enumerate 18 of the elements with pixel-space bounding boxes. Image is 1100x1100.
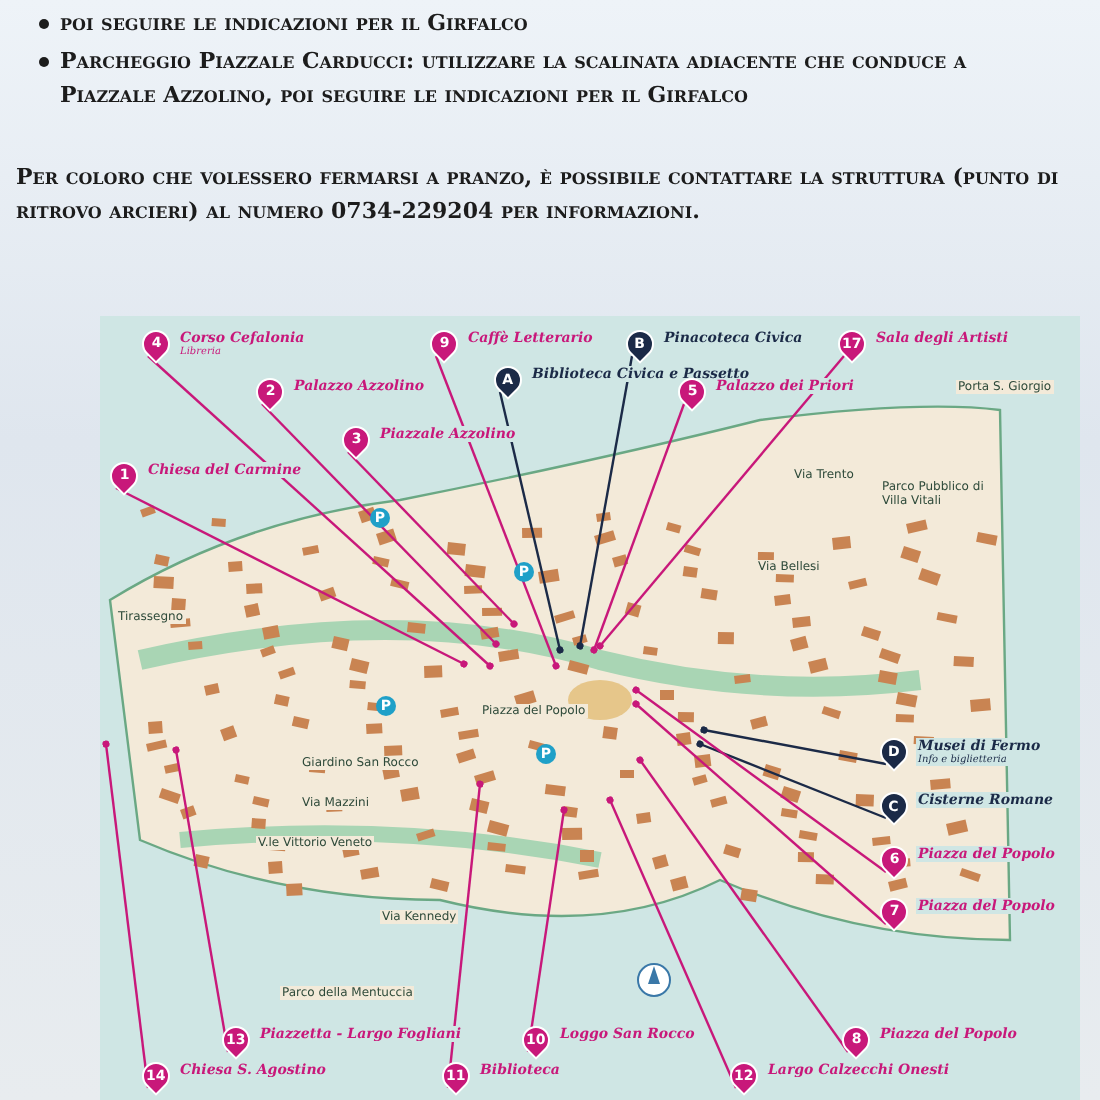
leader-line bbox=[261, 403, 500, 648]
note-paragraph: Per coloro che volessero fermarsi a pranzo, è possibile contattare la struttura (punto di ritrovo arcieri) al numero 0734-229204 per informazioni. bbox=[16, 162, 1061, 228]
leader-line bbox=[632, 686, 887, 873]
leader-line bbox=[347, 451, 518, 628]
leader-line bbox=[576, 355, 634, 650]
leader-line bbox=[590, 403, 686, 654]
leader-line bbox=[696, 740, 887, 820]
leader-line bbox=[498, 391, 564, 654]
leader-line bbox=[636, 756, 849, 1053]
leader-line bbox=[596, 355, 845, 650]
leader-line bbox=[606, 796, 738, 1089]
bullet-item: Parcheggio Piazzale Carducci: utilizzare la scalinata adiacente che conduce a Piazzale Azzolino, poi seguire le indicazioni per il Girfalco bbox=[60, 46, 969, 112]
leader-line bbox=[632, 700, 887, 925]
leader-line bbox=[147, 355, 494, 670]
bullet-item: poi seguire le indicazioni per il Girfalco bbox=[60, 8, 530, 40]
leader-line bbox=[115, 486, 468, 668]
leader-line bbox=[434, 355, 560, 670]
leader-line bbox=[700, 726, 887, 766]
